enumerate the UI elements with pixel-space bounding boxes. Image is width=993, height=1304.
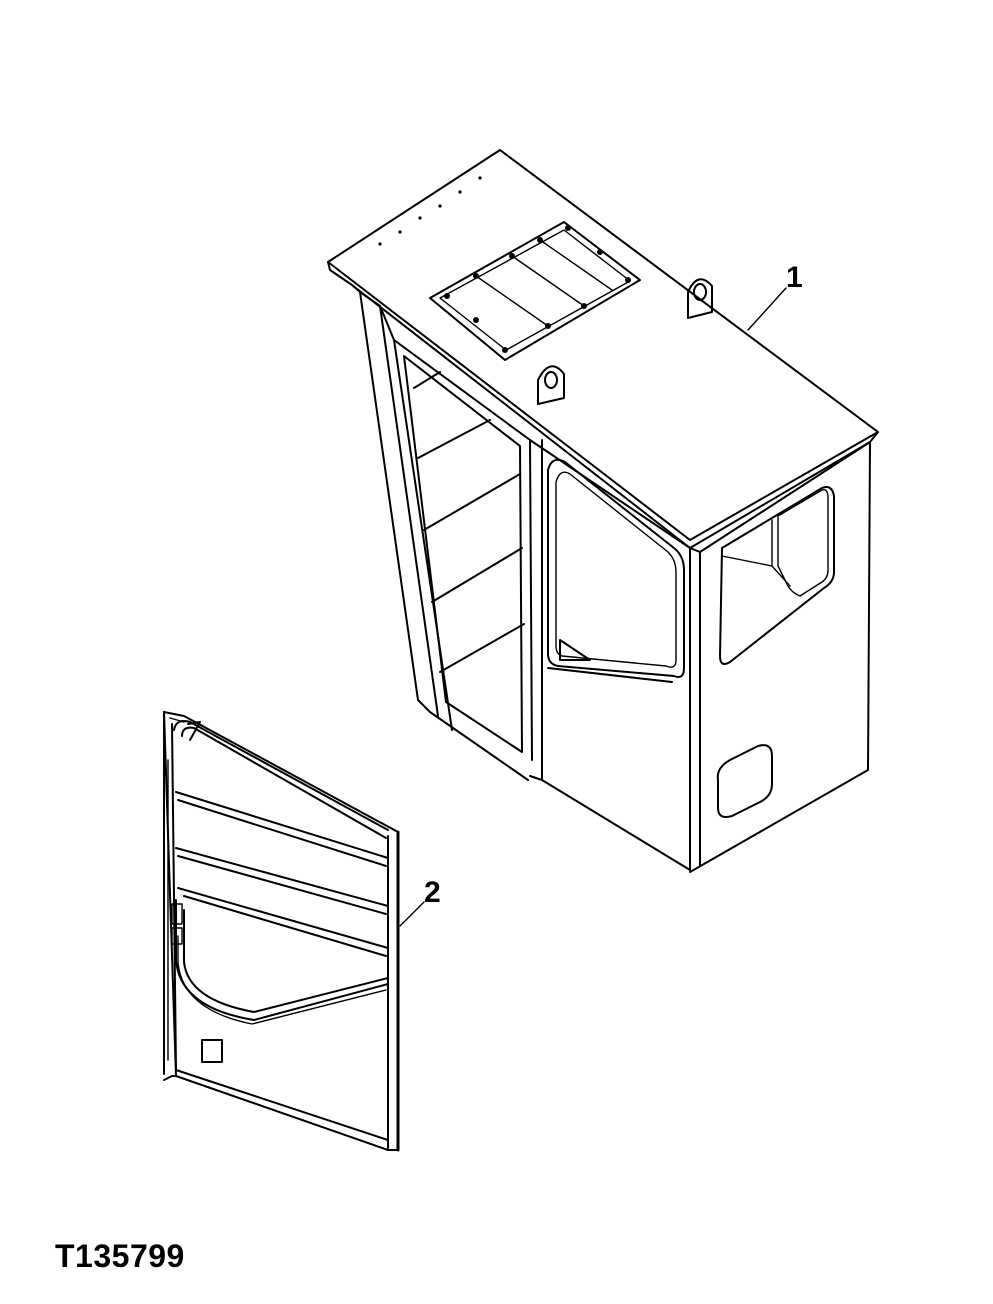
door-assembly: 2 <box>163 711 441 1152</box>
callout-1: 1 <box>747 261 803 331</box>
roof-rivets <box>378 176 482 246</box>
cab-rear-side <box>689 441 871 873</box>
door-hinge <box>167 759 183 1061</box>
callout-2-label: 2 <box>424 876 441 909</box>
figure-id: T135799 <box>55 1238 185 1274</box>
cab-side-panel <box>529 439 691 871</box>
lifting-eye-rear <box>687 278 713 319</box>
cab-front-side <box>351 284 533 781</box>
callout-1-label: 1 <box>786 261 803 294</box>
door-handle-recess <box>201 1039 223 1063</box>
roof-hatch <box>429 221 641 361</box>
lifting-eye-front <box>537 365 565 405</box>
cab-assembly: 1 <box>327 149 879 873</box>
callout-2: 2 <box>399 876 441 927</box>
